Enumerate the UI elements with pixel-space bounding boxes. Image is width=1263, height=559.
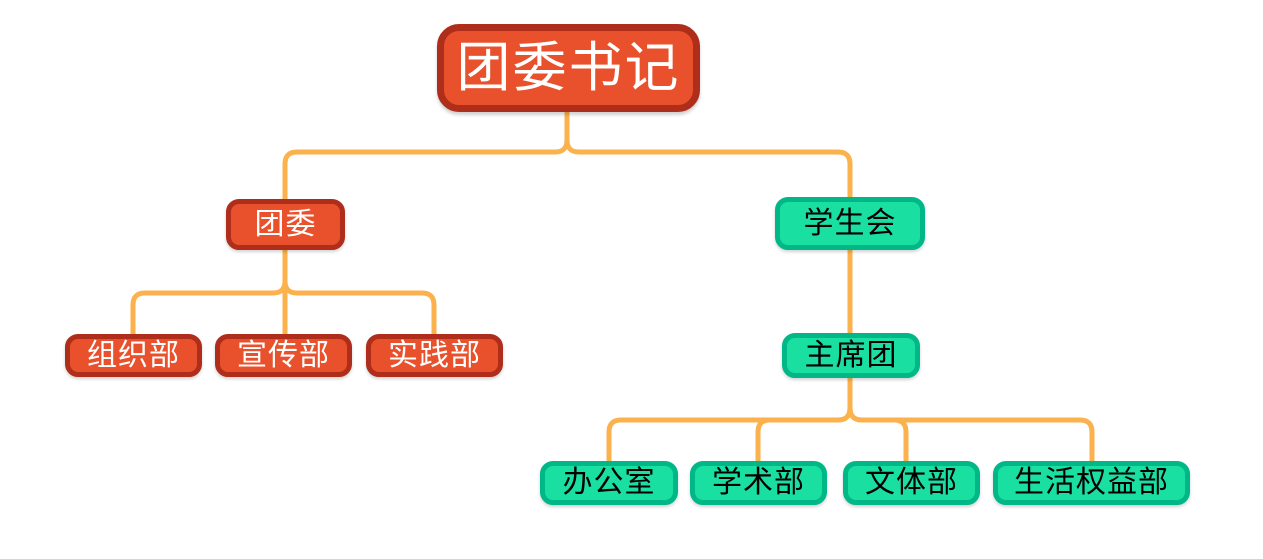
node-root[interactable]: 团委书记 (437, 24, 700, 112)
node-union-dept-2-label: 学术部 (712, 466, 805, 499)
node-root-label: 团委书记 (456, 38, 681, 98)
node-branch-league[interactable]: 团委 (226, 199, 345, 250)
node-union-dept-4[interactable]: 生活权益部 (993, 461, 1190, 505)
node-league-dept-2[interactable]: 宣传部 (215, 334, 352, 377)
connector-path-2 (564, 109, 853, 200)
node-league-dept-1[interactable]: 组织部 (65, 334, 202, 377)
node-union-dept-3[interactable]: 文体部 (843, 461, 980, 505)
connector-path-5 (282, 247, 437, 337)
node-union-dept-3-label: 文体部 (865, 466, 958, 499)
node-branch-union[interactable]: 学生会 (775, 197, 925, 250)
node-union-dept-4-label: 生活权益部 (1014, 466, 1169, 499)
connector-lines (130, 109, 1095, 464)
node-branch-union-label: 学生会 (803, 206, 897, 240)
node-union-dept-1-label: 办公室 (562, 466, 656, 499)
connector-path-1 (282, 109, 570, 202)
node-league-dept-3[interactable]: 实践部 (366, 334, 503, 377)
node-presidium-label: 主席团 (804, 338, 898, 372)
node-league-dept-3-label: 实践部 (388, 338, 481, 372)
connector-path-8 (755, 375, 853, 464)
node-union-dept-1[interactable]: 办公室 (540, 461, 678, 505)
node-union-dept-2[interactable]: 学术部 (690, 461, 827, 505)
connector-path-10 (847, 375, 1095, 464)
node-league-dept-2-label: 宣传部 (237, 338, 330, 372)
connector-path-3 (130, 247, 288, 337)
node-presidium[interactable]: 主席团 (782, 333, 920, 378)
node-league-dept-1-label: 组织部 (87, 338, 180, 372)
node-branch-league-label: 团委 (254, 207, 317, 241)
